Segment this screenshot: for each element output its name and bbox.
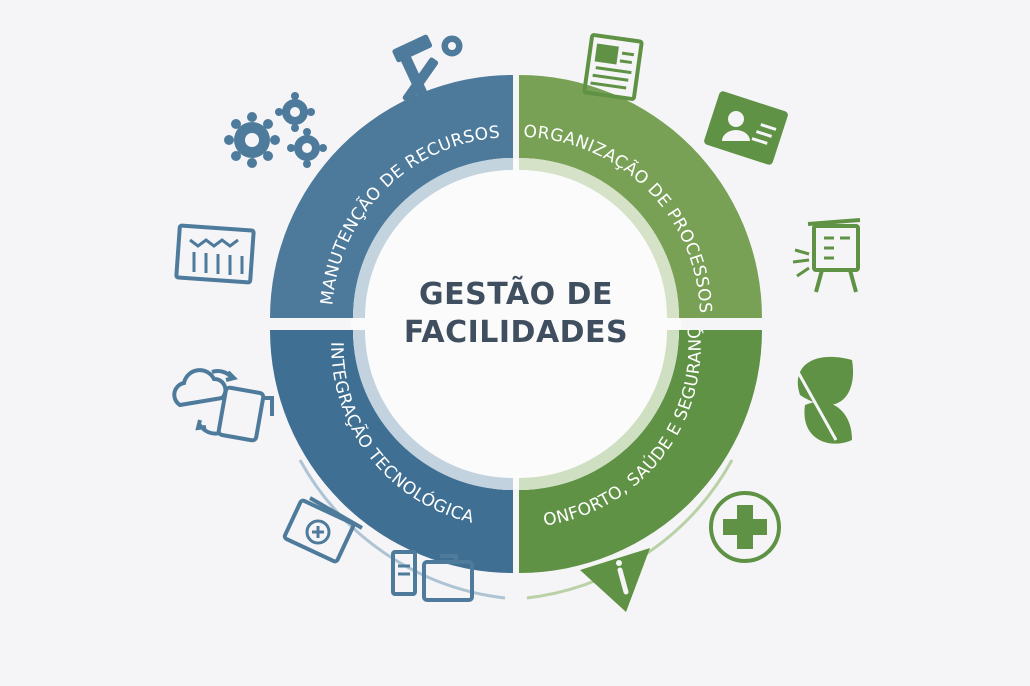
building-facade-icon [174,223,256,285]
newspaper-document-icon [582,33,644,101]
segment-integration-inner-shade [353,330,513,490]
gears-icon [224,92,327,168]
segment-organization [519,75,762,318]
segment-organization-inner-shade [519,158,679,318]
computer-devices-icon [391,550,474,602]
warning-sign-icon [580,548,650,612]
monitor-panel-icon [282,496,363,564]
health-cross-icon [709,491,781,563]
segment-integration [270,330,513,573]
segment-comfort [519,330,762,573]
segment-maintenance-inner-shade [353,158,513,318]
hammer-wrench-icon [392,34,463,104]
center-title-line-2: FACILIDADES [404,315,628,350]
cloud-sync-device-icon [172,368,274,443]
presentation-board-icon [792,218,861,293]
leaf-icon [796,356,854,444]
segment-maintenance [270,75,513,318]
segment-comfort-inner-shade [519,330,679,490]
center-disc [351,159,681,489]
center-title-line-1: GESTÃO DE [419,275,613,312]
id-badge-icon [704,91,788,165]
